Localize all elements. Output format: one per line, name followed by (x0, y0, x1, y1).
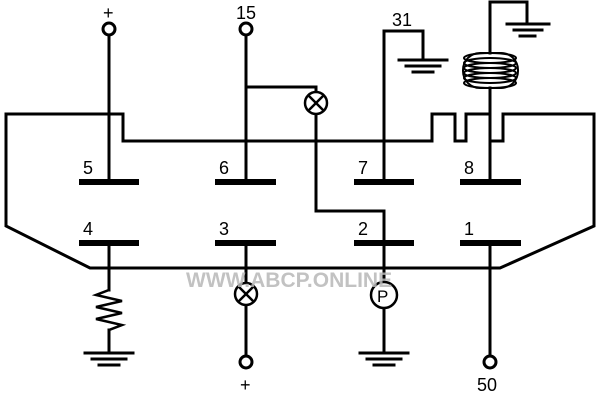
terminal-label-15: 15 (236, 3, 256, 23)
lamp-icon-lower (233, 281, 259, 307)
terminal-15 (238, 21, 254, 37)
pin-label-6: 6 (219, 158, 229, 178)
terminal-bottom-plus (238, 354, 254, 370)
wire-lamp-to-pin2 (314, 112, 386, 245)
pin-label-8: 8 (464, 158, 474, 178)
terminal-label-31: 31 (392, 10, 412, 30)
resistor-symbol (91, 288, 127, 332)
wire-31-to-pin7 (382, 29, 425, 184)
wire-15-to-lamp (244, 85, 318, 94)
p-lamp-label: P (377, 287, 388, 306)
wire-coil-top (488, 0, 529, 55)
pin-label-5: 5 (83, 158, 93, 178)
terminal-top-plus (101, 21, 117, 37)
pin-label-7: 7 (358, 158, 368, 178)
pin-label-1: 1 (464, 219, 474, 239)
lamp-icon-upper (303, 90, 329, 116)
pin-label-3: 3 (219, 219, 229, 239)
terminal-label-top-plus: + (103, 3, 114, 23)
coil-icon (462, 52, 519, 89)
terminal-label-50: 50 (477, 375, 497, 395)
p-lamp-icon (369, 280, 399, 310)
watermark: WWW.ABCP.ONLINE (186, 269, 392, 292)
pin-label-2: 2 (358, 219, 368, 239)
terminal-label-bottom-plus: + (240, 375, 251, 395)
pin-label-4: 4 (83, 219, 93, 239)
terminal-50 (482, 354, 498, 370)
